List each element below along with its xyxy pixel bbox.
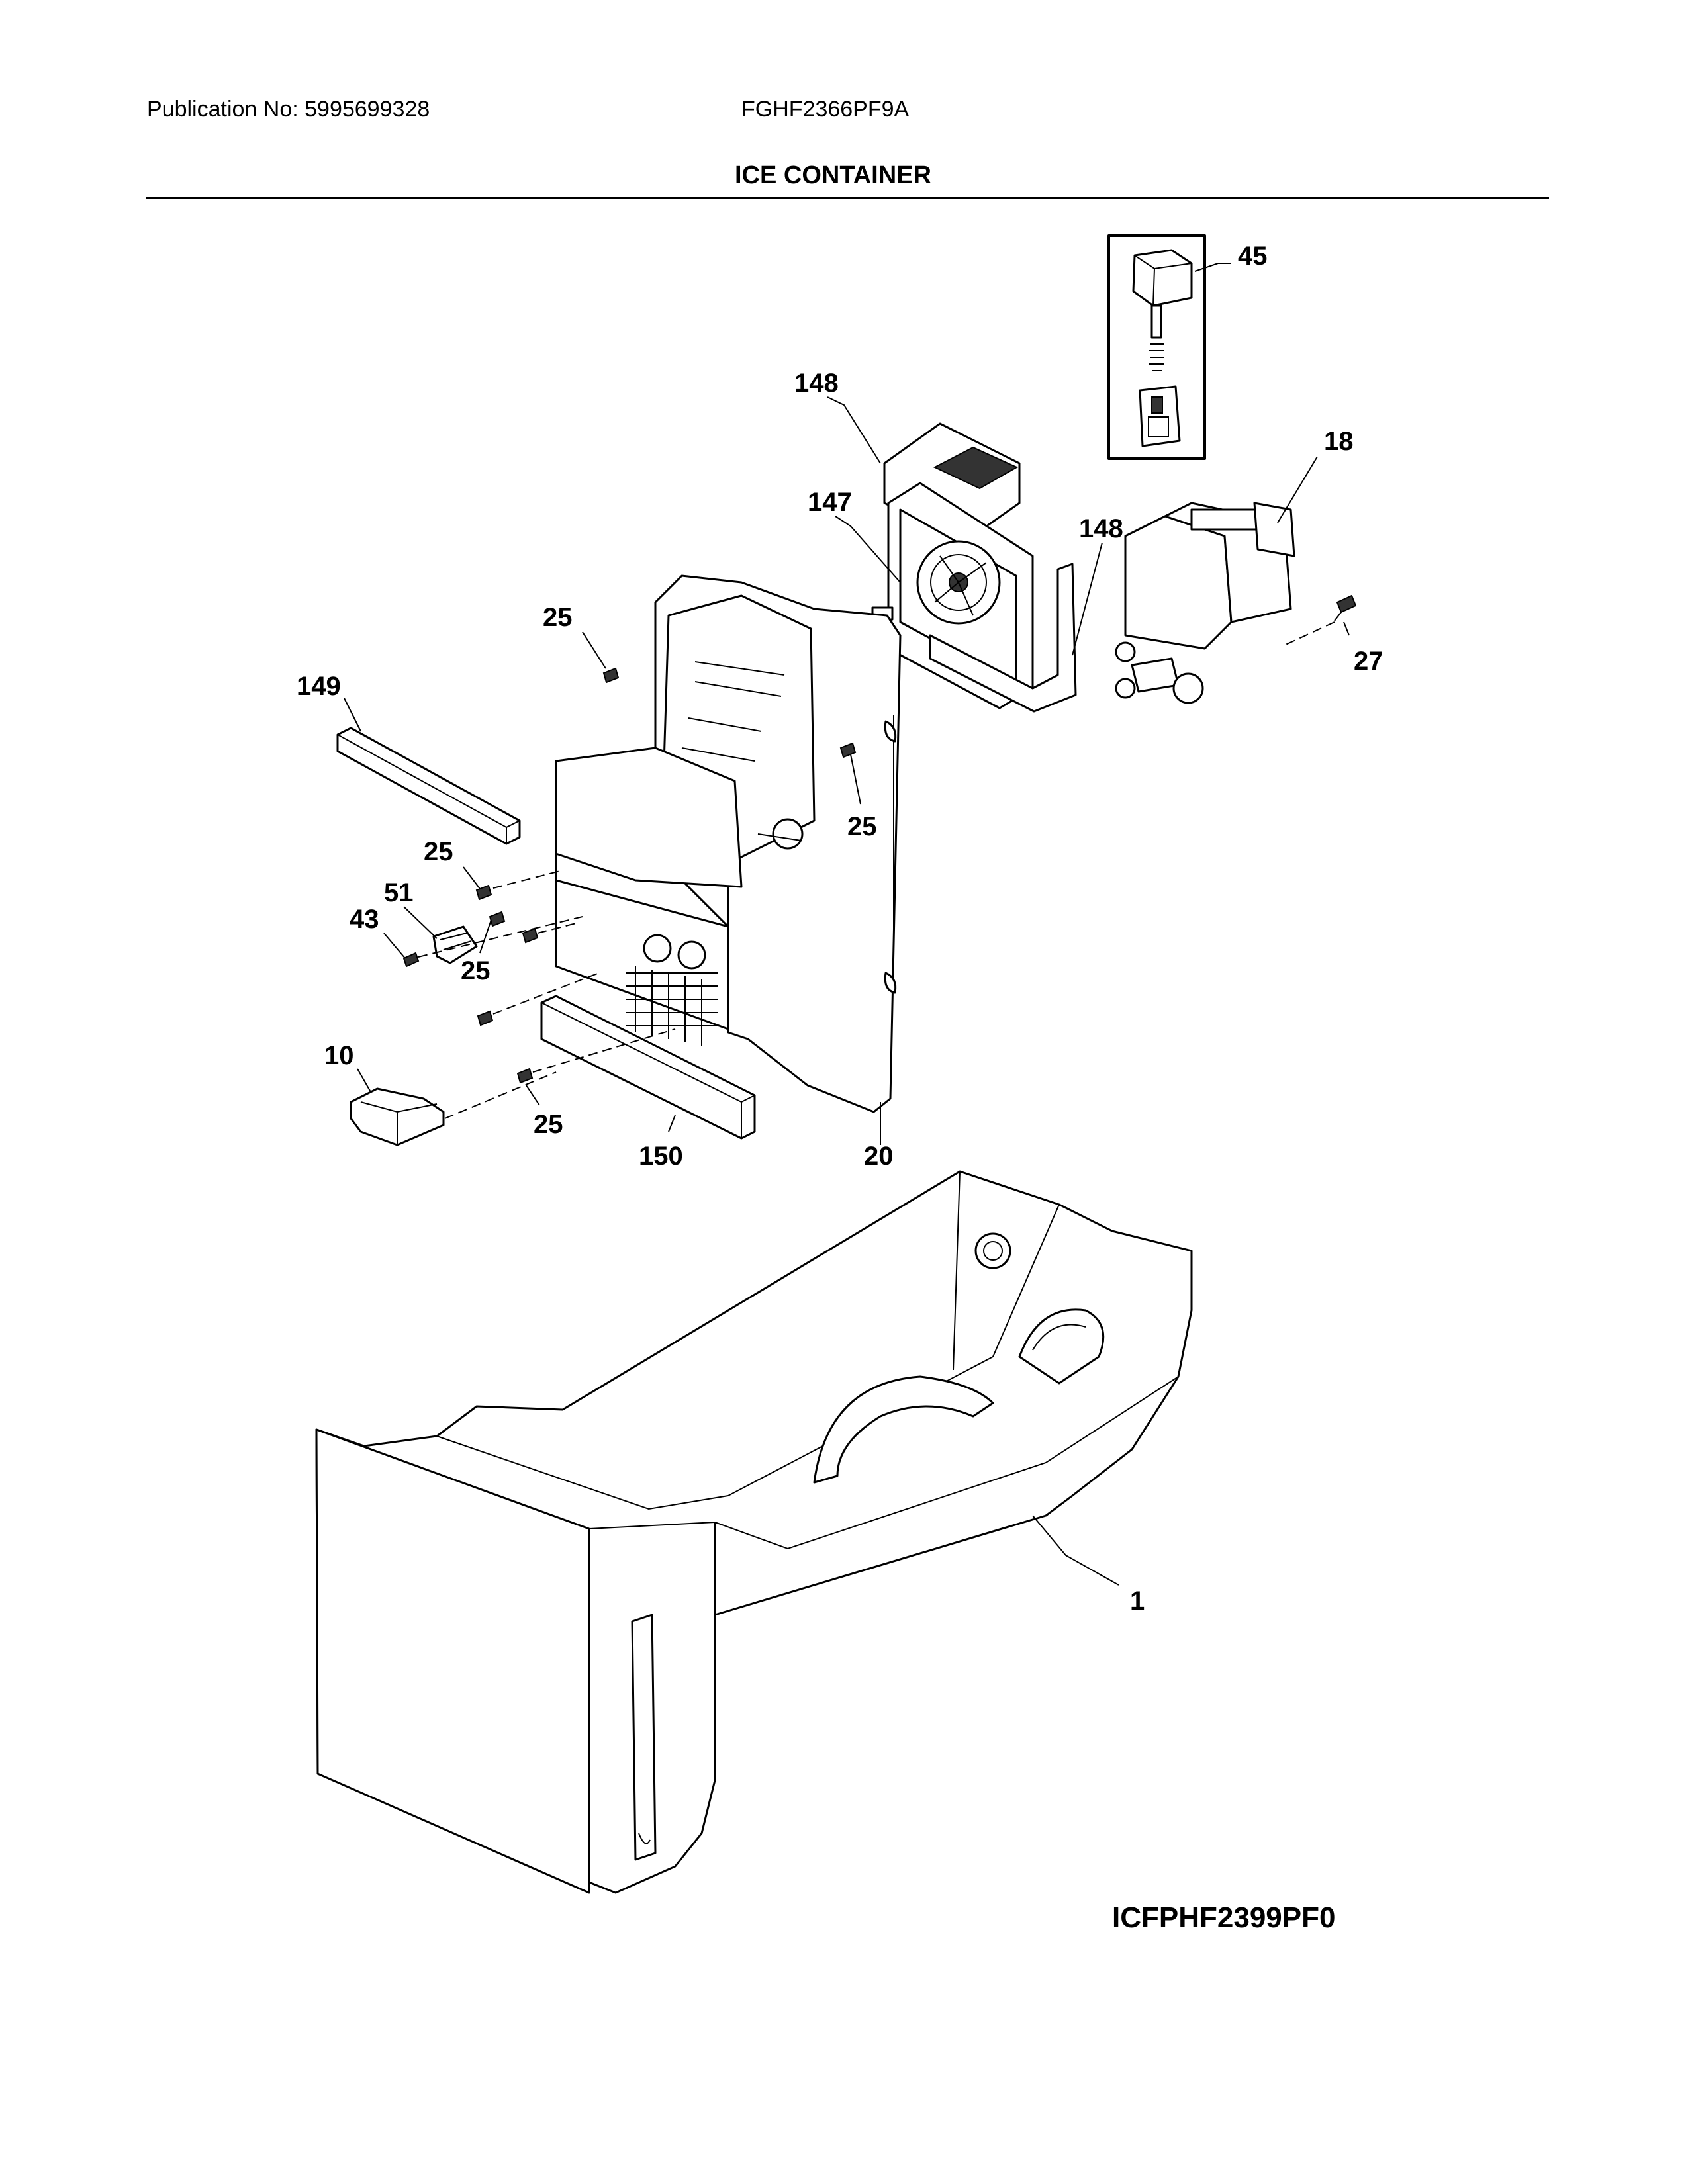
- part-label-1: 1: [1130, 1586, 1145, 1615]
- part-label-20: 20: [864, 1142, 894, 1171]
- part-label-149: 149: [297, 672, 341, 701]
- part-label-148-right: 148: [1079, 514, 1123, 543]
- part-label-18: 18: [1324, 427, 1354, 456]
- part-label-43: 43: [350, 905, 379, 934]
- part-labels: 45 148 147 148 18 27 25 25 149 25 51 43 …: [297, 242, 1383, 1934]
- model-number: FGHF2366PF9A: [741, 97, 910, 122]
- part-label-150: 150: [639, 1142, 683, 1171]
- diagram-code: ICFPHF2399PF0: [1112, 1901, 1335, 1934]
- part-27-screw: [1284, 594, 1357, 646]
- part-label-25-right: 25: [847, 812, 877, 841]
- part-148-duct-shroud: [929, 563, 1077, 713]
- part-25-screws: [418, 667, 857, 1119]
- housing-vent-grid: [626, 966, 718, 1046]
- part-43-screw: [402, 952, 420, 968]
- part-18-auger-motor: [1115, 502, 1295, 704]
- part-label-25-mid: 25: [461, 956, 491, 985]
- part-label-25-top: 25: [543, 603, 573, 632]
- part-label-45: 45: [1238, 242, 1268, 271]
- part-label-148-top: 148: [794, 369, 839, 398]
- part-label-10: 10: [324, 1041, 354, 1070]
- part-150-strip: [540, 995, 756, 1140]
- part-20-housing: [555, 574, 902, 1113]
- header-divider: [146, 197, 1549, 199]
- publication-number: Publication No: 5995699328: [147, 97, 430, 122]
- part-label-25-left: 25: [424, 837, 453, 866]
- part-label-51: 51: [384, 878, 414, 907]
- part-149-strip: [336, 727, 521, 845]
- part-label-25-bottom: 25: [534, 1110, 563, 1139]
- part-label-147: 147: [808, 488, 852, 517]
- part-45-solenoid: [1107, 234, 1206, 460]
- part-10-clip: [350, 1087, 445, 1146]
- part-label-27: 27: [1354, 647, 1383, 676]
- section-title: ICE CONTAINER: [735, 161, 931, 189]
- leader-lines: [344, 263, 1350, 1586]
- part-1-ice-bin: [315, 1170, 1193, 1894]
